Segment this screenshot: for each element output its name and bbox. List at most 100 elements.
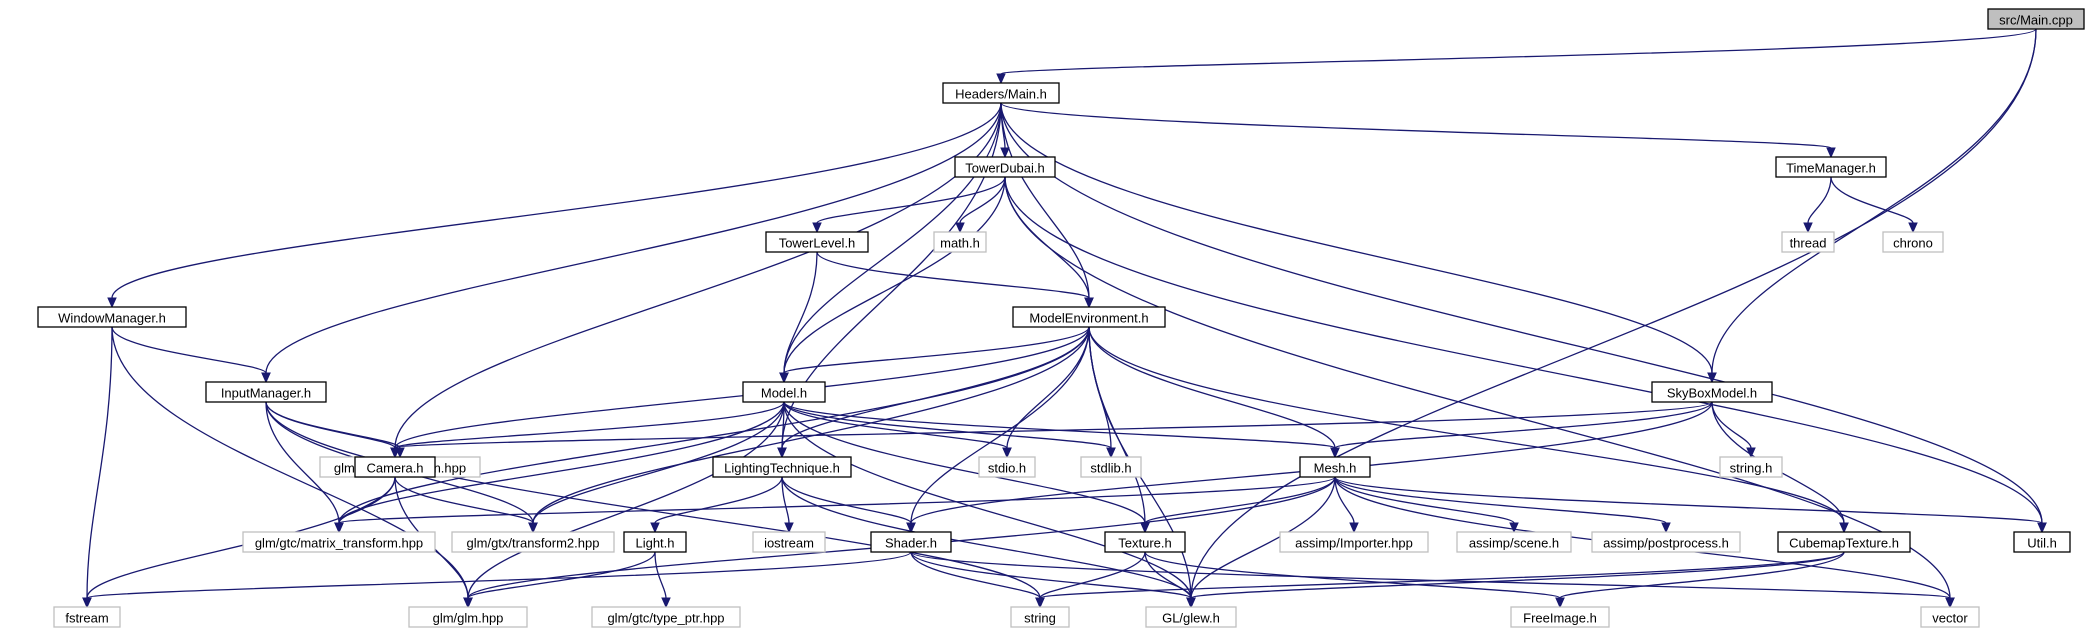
node-main-h[interactable]: Headers/Main.h (942, 82, 1060, 104)
node-math: math.h (933, 231, 987, 253)
arrowhead-light-to-glm (463, 597, 473, 609)
node-label: Camera.h (366, 461, 423, 476)
edge-model-to-glew (783, 401, 1192, 599)
node-box (1781, 231, 1835, 253)
arrowhead-main_cpp-to-main_h (996, 73, 1006, 85)
edge-texture-to-freeimage (1144, 551, 1561, 599)
edge-texture-to-glew (1144, 551, 1192, 599)
edge-camera-to-fstream (86, 476, 396, 599)
node-label: glm/gtx/transform2.hpp (467, 536, 600, 551)
node-cubemap[interactable]: CubemapTexture.h (1777, 531, 1911, 553)
edge-timemanager-to-chrono (1830, 176, 1914, 224)
node-box (37, 306, 187, 328)
arrowhead-main_h-to-timemanager (1826, 147, 1836, 159)
node-label: string (1024, 611, 1056, 626)
node-transform2: glm/gtx/transform2.hpp (451, 531, 615, 553)
arrowhead-skybox-to-cubemap (1839, 522, 1849, 534)
node-mesh[interactable]: Mesh.h (1299, 456, 1371, 478)
edge-camera-to-transform2 (394, 476, 534, 524)
edge-cubemap-to-string (1039, 551, 1845, 599)
edge-shader-to-string (910, 551, 1041, 599)
node-main-cpp[interactable]: src/Main.cpp (1987, 8, 2085, 30)
node-box (870, 531, 952, 553)
node-shader[interactable]: Shader.h (870, 531, 952, 553)
arrowhead-camera-to-transform2 (528, 522, 538, 534)
node-towerdubai[interactable]: TowerDubai.h (954, 156, 1056, 178)
edge-light-to-glm (467, 551, 656, 599)
edge-main_h-to-windowmanager (111, 102, 1002, 299)
node-box (354, 456, 436, 478)
node-label: ModelEnvironment.h (1029, 311, 1148, 326)
arrowhead-mesh-to-matrix_transform (334, 522, 344, 534)
node-lighting[interactable]: LightingTechnique.h (712, 456, 852, 478)
edge-model-to-texture (783, 401, 1146, 524)
node-light[interactable]: Light.h (623, 531, 687, 553)
edge-mesh-to-importer (1334, 476, 1355, 524)
node-label: TowerDubai.h (965, 161, 1045, 176)
node-box (205, 381, 327, 403)
node-camera[interactable]: Camera.h (354, 456, 436, 478)
node-towerlevel[interactable]: TowerLevel.h (765, 231, 869, 253)
edge-inputmanager-to-matrix_transform (265, 401, 340, 524)
node-box (1719, 456, 1783, 478)
node-box (1591, 531, 1741, 553)
node-box (1920, 606, 1980, 628)
edge-main_h-to-modelenvironment (1000, 102, 1090, 299)
edge-camera-to-matrix_transform (338, 476, 396, 524)
node-inputmanager[interactable]: InputManager.h (205, 381, 327, 403)
node-box (954, 156, 1056, 178)
node-skybox[interactable]: SkyBoxModel.h (1651, 381, 1773, 403)
node-util[interactable]: Util.h (2013, 531, 2071, 553)
edge-timemanager-to-thread (1807, 176, 1832, 224)
node-box (242, 531, 436, 553)
edge-main_h-to-skybox (1000, 102, 1713, 374)
edge-mesh-to-postprocess (1334, 476, 1667, 524)
edge-modelenvironment-to-camera (394, 326, 1090, 449)
edge-lighting-to-iostream (781, 476, 790, 524)
node-scene: assimp/scene.h (1456, 531, 1572, 553)
edge-modelenvironment-to-shader (910, 326, 1090, 524)
node-label: Model.h (761, 386, 807, 401)
node-box (1775, 156, 1887, 178)
edge-mesh-to-matrix_transform (338, 476, 1336, 524)
node-box (978, 456, 1036, 478)
node-box (2013, 531, 2071, 553)
node-label: TowerLevel.h (779, 236, 856, 251)
arrowhead-towerdubai-to-math (955, 222, 965, 234)
node-model[interactable]: Model.h (742, 381, 826, 403)
node-label: chrono (1893, 236, 1933, 251)
edge-main_cpp-to-skybox (1711, 28, 2037, 374)
edge-main_h-to-inputmanager (265, 102, 1002, 374)
node-freeimage: FreeImage.h (1510, 606, 1610, 628)
node-thread: thread (1781, 231, 1835, 253)
node-label: glm/gtc/type_ptr.hpp (607, 611, 724, 626)
node-label: LightingTechnique.h (724, 461, 840, 476)
node-windowmanager[interactable]: WindowManager.h (37, 306, 187, 328)
arrowhead-timemanager-to-chrono (1908, 222, 1918, 234)
node-texture[interactable]: Texture.h (1104, 531, 1186, 553)
edge-mesh-to-texture (1144, 476, 1336, 524)
arrowhead-skybox-to-mesh (1330, 447, 1340, 459)
edge-lighting-to-light (654, 476, 783, 524)
edge-model-to-transform2 (532, 401, 785, 524)
arrowhead-shader-to-vector (1945, 597, 1955, 609)
node-label: CubemapTexture.h (1789, 536, 1899, 551)
node-timemanager[interactable]: TimeManager.h (1775, 156, 1887, 178)
node-label: src/Main.cpp (1999, 13, 2073, 28)
node-modelenvironment[interactable]: ModelEnvironment.h (1012, 306, 1166, 328)
node-box (1279, 531, 1429, 553)
node-box (1987, 8, 2085, 30)
edge-towerdubai-to-towerlevel (816, 176, 1006, 224)
edge-modelenvironment-to-matrix_transform (338, 326, 1090, 524)
node-label: Shader.h (885, 536, 937, 551)
node-box (1456, 531, 1572, 553)
node-box (765, 231, 869, 253)
node-box (933, 231, 987, 253)
arrowhead-shader-to-fstream (82, 597, 92, 609)
node-matrix-transform: glm/gtc/matrix_transform.hpp (242, 531, 436, 553)
node-label: Headers/Main.h (955, 87, 1047, 102)
node-label: Texture.h (1118, 536, 1171, 551)
arrowhead-windowmanager-to-inputmanager (261, 372, 271, 384)
arrowhead-towerdubai-to-towerlevel (812, 222, 822, 234)
